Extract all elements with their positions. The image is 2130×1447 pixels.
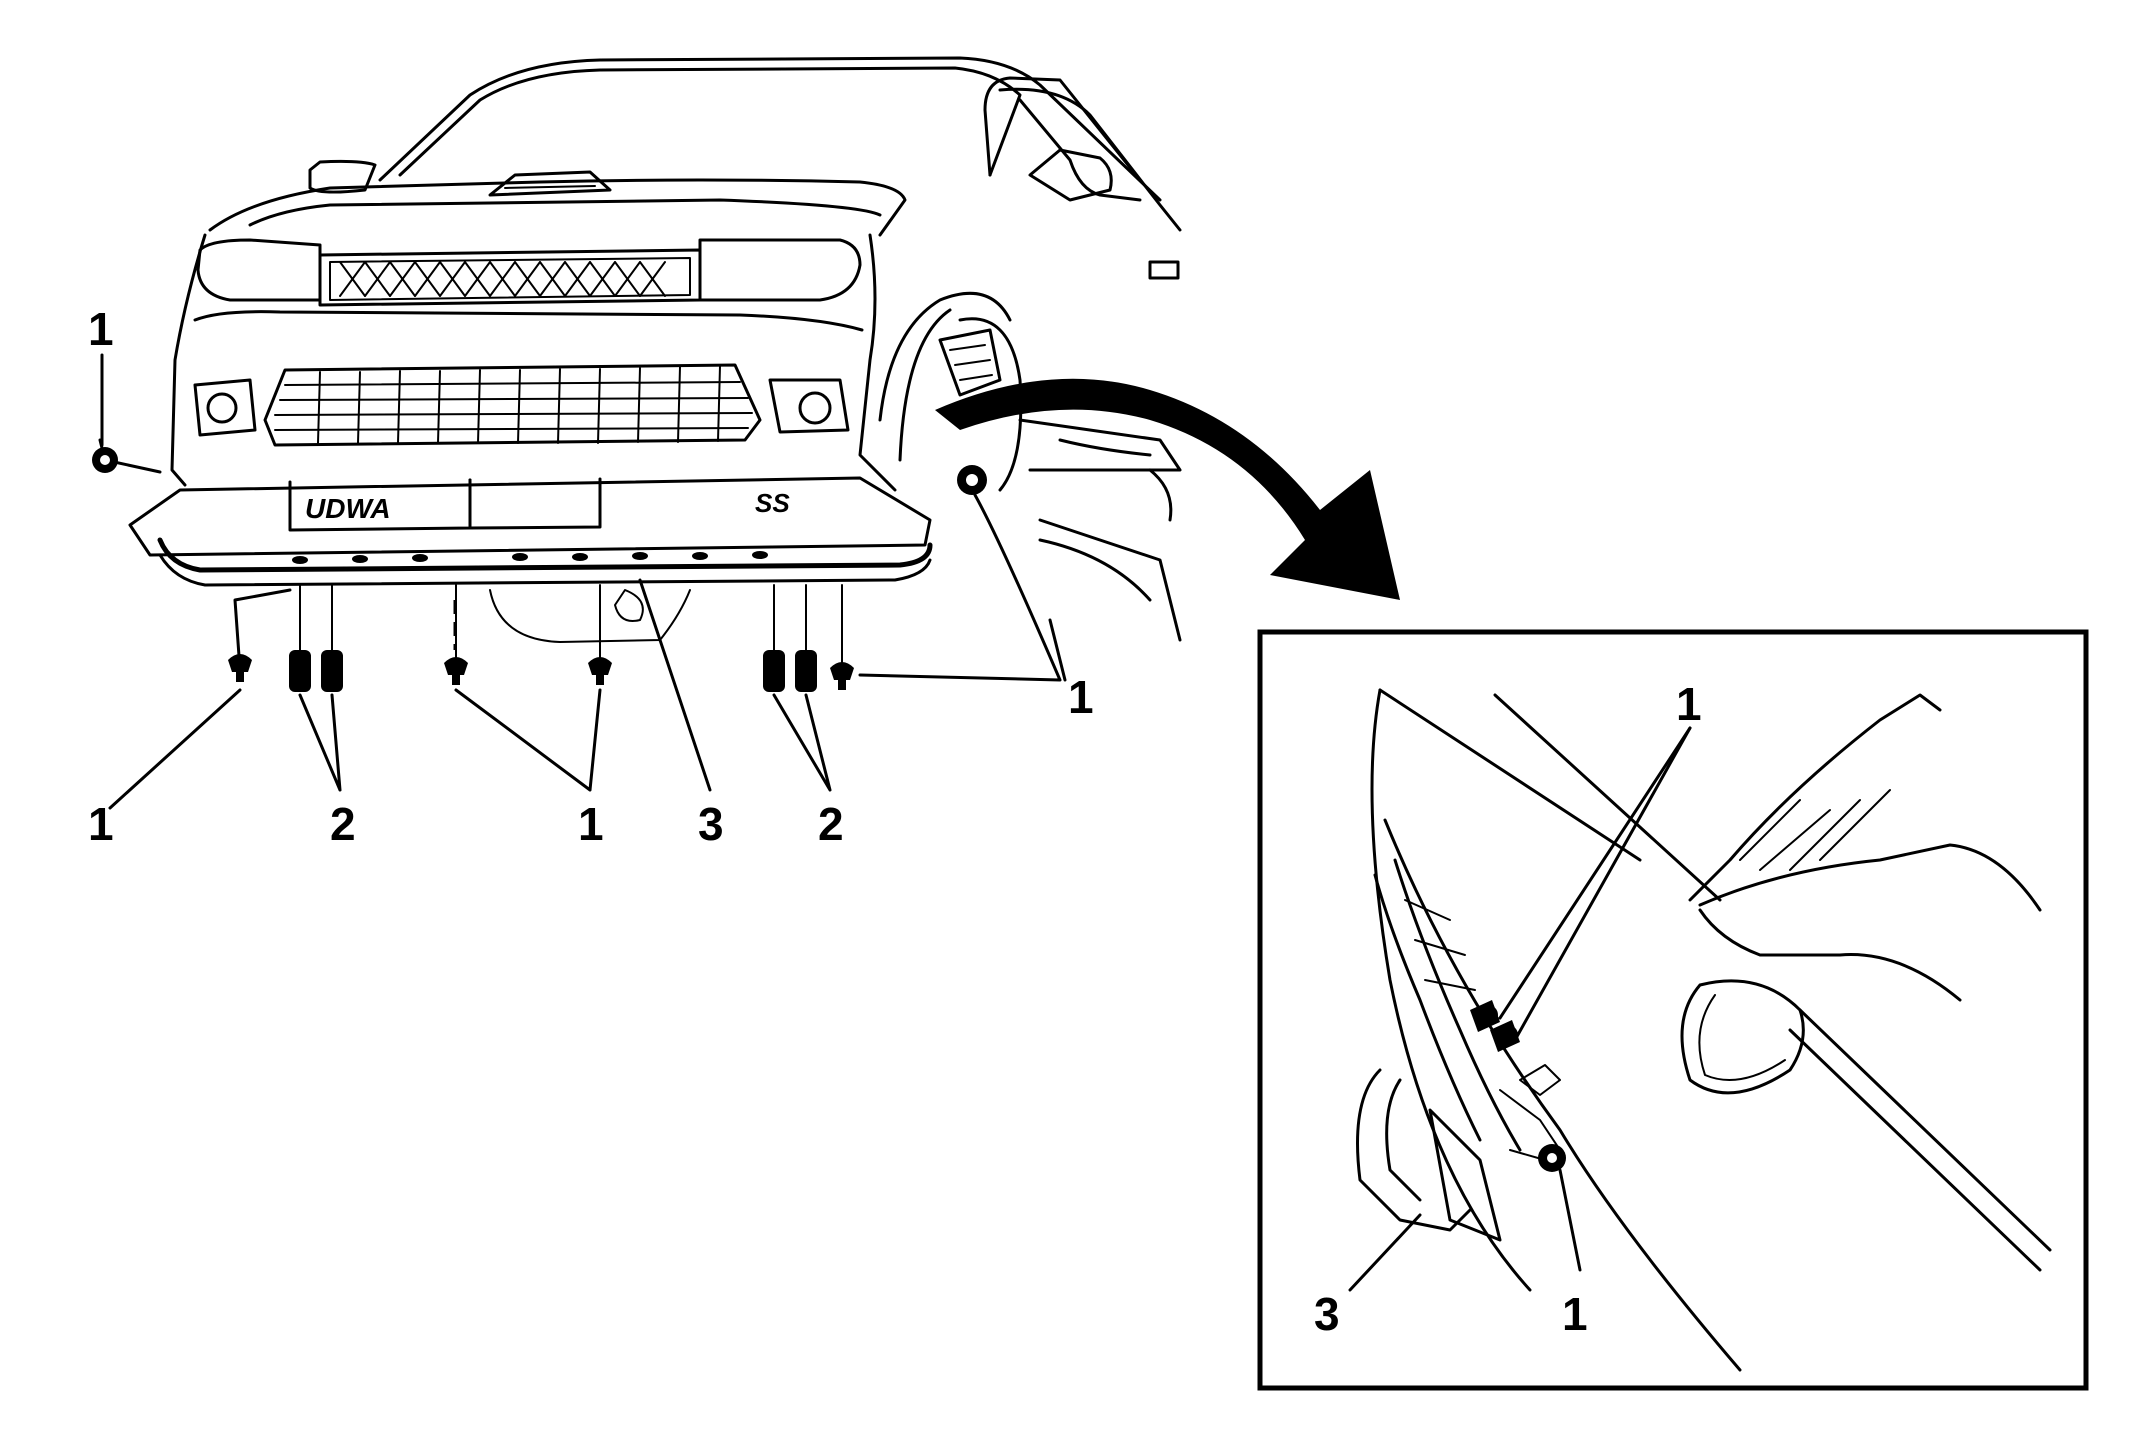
fastener-bolt — [321, 650, 343, 692]
callout-label: 3 — [698, 798, 724, 850]
fastener-push-pin — [830, 662, 854, 690]
callout-label: 1 — [1068, 671, 1094, 723]
callout-label: 2 — [330, 798, 356, 850]
fastener-nut — [957, 465, 987, 495]
callout-label: 1 — [88, 798, 114, 850]
fastener-bolt — [763, 650, 785, 692]
callout-label: 1 — [1562, 1288, 1588, 1340]
callouts-main: 1 1 1 2 1 3 2 — [88, 303, 1094, 850]
fasteners-main — [92, 447, 987, 692]
front-plate-emblem: UDWA — [305, 493, 391, 524]
detail-inset: 1 3 1 — [1257, 629, 2089, 1391]
callout-label: 3 — [1314, 1288, 1340, 1340]
fastener-nut — [92, 447, 118, 473]
callout-leaders-main — [100, 353, 1062, 810]
callout-label: 1 — [1676, 678, 1702, 730]
fastener-bolt — [1470, 1000, 1500, 1032]
callout-label: 1 — [88, 303, 114, 355]
fastener-nut — [1538, 1144, 1566, 1172]
inset-frame — [1257, 629, 2089, 1391]
fastener-push-pin — [588, 657, 612, 685]
fastener-bolt — [795, 650, 817, 692]
transition-arrow — [935, 378, 1400, 600]
fastener-push-pin — [444, 657, 468, 685]
callout-label: 1 — [578, 798, 604, 850]
side-badge-emblem: SS — [755, 488, 790, 518]
fastener-bolt — [1490, 1020, 1520, 1052]
fastener-bolt — [289, 650, 311, 692]
fastener-push-pin — [228, 654, 252, 682]
callout-label: 2 — [818, 798, 844, 850]
